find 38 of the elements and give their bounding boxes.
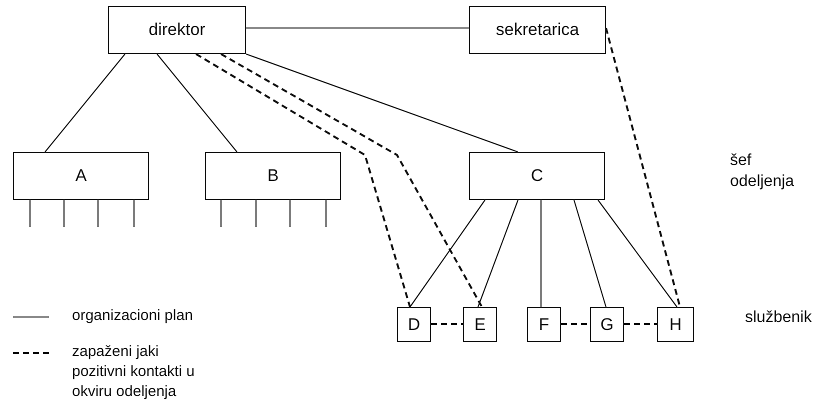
connector-line bbox=[246, 53, 518, 153]
box-label: G bbox=[600, 314, 614, 334]
org-box bbox=[463, 307, 497, 342]
box-label: E bbox=[474, 314, 486, 334]
connector-line bbox=[246, 27, 469, 29]
org-box bbox=[469, 152, 605, 200]
connector-line bbox=[573, 200, 607, 308]
legend-text: zapaženi jaki pozitivni kontakti u okviru odeljenja bbox=[72, 342, 196, 402]
org-box bbox=[527, 307, 561, 342]
dashed-connector bbox=[605, 28, 681, 308]
org-box bbox=[205, 152, 341, 200]
connector-line bbox=[156, 54, 238, 152]
org-box bbox=[469, 6, 606, 54]
box-label: C bbox=[530, 166, 544, 186]
org-box bbox=[108, 6, 246, 54]
dashed-connector bbox=[431, 323, 463, 325]
connector-line bbox=[44, 54, 126, 152]
org-box bbox=[13, 152, 149, 200]
box-label: D bbox=[408, 314, 420, 334]
connector-line bbox=[540, 200, 542, 307]
box-label: A bbox=[75, 166, 87, 186]
box-label: sekretarica bbox=[496, 20, 580, 40]
box-label: F bbox=[538, 314, 550, 334]
legend-text: organizacioni plan bbox=[72, 306, 194, 326]
connector-line bbox=[598, 200, 678, 308]
dashed-connector bbox=[561, 323, 590, 325]
org-box bbox=[397, 307, 431, 342]
level-label: službenik bbox=[745, 308, 813, 328]
org-box bbox=[657, 307, 694, 342]
connector-line bbox=[410, 200, 486, 308]
dashed-connector bbox=[624, 323, 657, 325]
dashed-connector bbox=[220, 53, 483, 308]
org-box bbox=[590, 307, 624, 342]
connector-line bbox=[477, 200, 519, 308]
box-label: H bbox=[669, 314, 682, 334]
dashed-connector bbox=[195, 53, 411, 308]
box-label: B bbox=[267, 166, 279, 186]
box-label: direktor bbox=[148, 20, 206, 40]
